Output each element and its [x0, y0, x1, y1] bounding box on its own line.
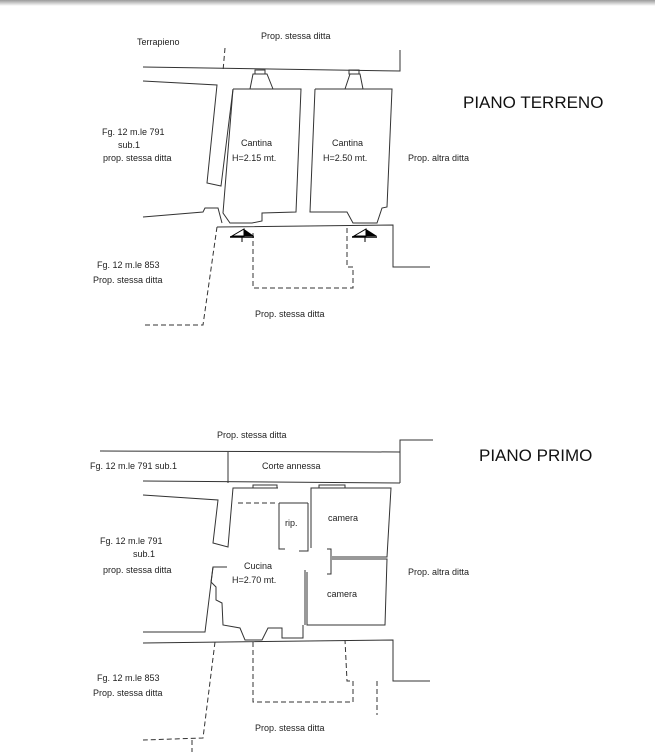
- stair-arrow-icon: [352, 228, 377, 242]
- label-left-1: Fg. 12 m.le 791: [102, 127, 165, 137]
- label-left-2: sub.1: [118, 140, 140, 150]
- window-top-edge: [0, 0, 655, 6]
- room-name: Cantina: [332, 138, 363, 148]
- label-parcel-row: Fg. 12 m.le 791 sub.1: [90, 461, 177, 471]
- label-right: Prop. altra ditta: [408, 153, 469, 163]
- label-left-2: sub.1: [133, 549, 155, 559]
- label-lower-2: Prop. stessa ditta: [93, 688, 163, 698]
- first-floor-title: PIANO PRIMO: [479, 446, 592, 465]
- label-bottom: Prop. stessa ditta: [255, 309, 325, 319]
- room-name: Cantina: [241, 138, 272, 148]
- ground-floor-title: PIANO TERRENO: [463, 93, 603, 112]
- label-top: Prop. stessa ditta: [217, 430, 287, 440]
- label-lower-2: Prop. stessa ditta: [93, 275, 163, 285]
- label-left-3: prop. stessa ditta: [103, 565, 172, 575]
- label-court: Corte annessa: [262, 461, 321, 471]
- room-height: H=2.15 mt.: [232, 153, 276, 163]
- label-lower-1: Fg. 12 m.le 853: [97, 673, 160, 683]
- room-name: camera: [328, 513, 358, 523]
- label-left-1: Fg. 12 m.le 791: [100, 536, 163, 546]
- room-name: Cucina: [244, 561, 272, 571]
- label-top: Prop. stessa ditta: [261, 31, 331, 41]
- label-lower-1: Fg. 12 m.le 853: [97, 260, 160, 270]
- room-height: H=2.50 mt.: [323, 153, 367, 163]
- room-name: camera: [327, 589, 357, 599]
- ground-floor-plan: PIANO TERRENO Terrapieno Prop. stessa di…: [93, 31, 603, 326]
- label-terrapieno: Terrapieno: [137, 37, 180, 47]
- label-right: Prop. altra ditta: [408, 567, 469, 577]
- label-left-3: prop. stessa ditta: [103, 153, 172, 163]
- room-name: rip.: [285, 518, 298, 528]
- room-height: H=2.70 mt.: [232, 575, 276, 585]
- label-bottom: Prop. stessa ditta: [255, 723, 325, 733]
- first-floor-plan: PIANO PRIMO Prop. stessa ditta Fg. 12 m.…: [90, 430, 592, 752]
- stair-arrow-icon: [230, 228, 254, 242]
